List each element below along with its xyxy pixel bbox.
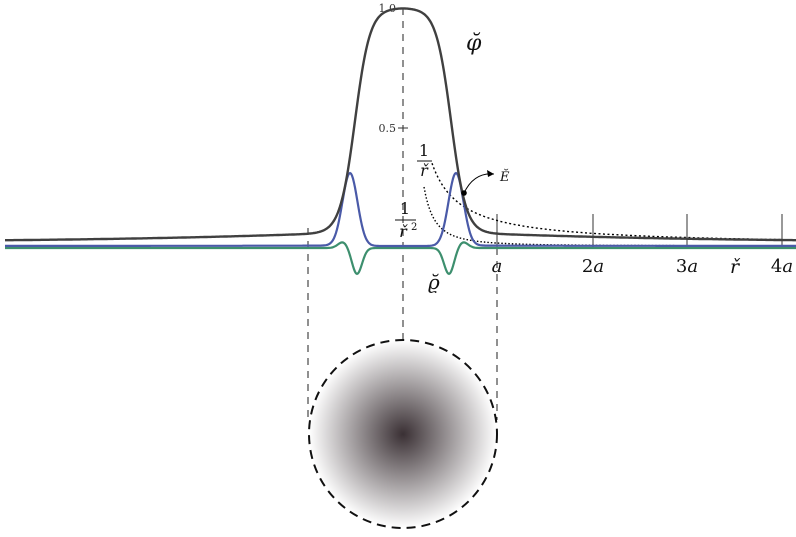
field-marker-arrowhead xyxy=(487,170,494,177)
potential-curve xyxy=(5,7,796,242)
inverse-r-squared-label: 1 ř 2 xyxy=(395,199,417,241)
inverse-r-label: 1 ř xyxy=(417,141,432,180)
x-tick-label-4a: 4a xyxy=(771,256,793,277)
svg-text:2a: 2a xyxy=(582,256,604,277)
inverse-r-reference-curve xyxy=(431,162,796,241)
svg-text:1: 1 xyxy=(400,199,410,218)
phi-label: φ̆ xyxy=(466,31,482,56)
density-label: ϱ̆ xyxy=(428,270,440,294)
svg-text:3a: 3a xyxy=(676,256,698,277)
x-tick-label-a: a xyxy=(492,256,503,277)
svg-text:4a: 4a xyxy=(771,256,793,277)
tick-label-half: 0.5 xyxy=(379,122,397,135)
x-tick-label-2a: 2a xyxy=(582,256,604,277)
svg-text:2: 2 xyxy=(411,222,417,233)
field-marker-arrow xyxy=(463,173,495,194)
x-tick-label-3a: 3a xyxy=(676,256,698,277)
field-label: Ĕ xyxy=(499,169,510,185)
svg-text:a: a xyxy=(492,256,503,277)
field-curve xyxy=(5,171,796,248)
tick-label-one: 1.0 xyxy=(379,2,397,15)
svg-text:1: 1 xyxy=(419,141,429,160)
svg-text:ř: ř xyxy=(420,161,429,180)
density-curve xyxy=(5,241,796,276)
radius-axis-label: ř xyxy=(730,256,741,278)
svg-text:ř: ř xyxy=(399,222,408,241)
charged-sphere xyxy=(308,339,498,529)
